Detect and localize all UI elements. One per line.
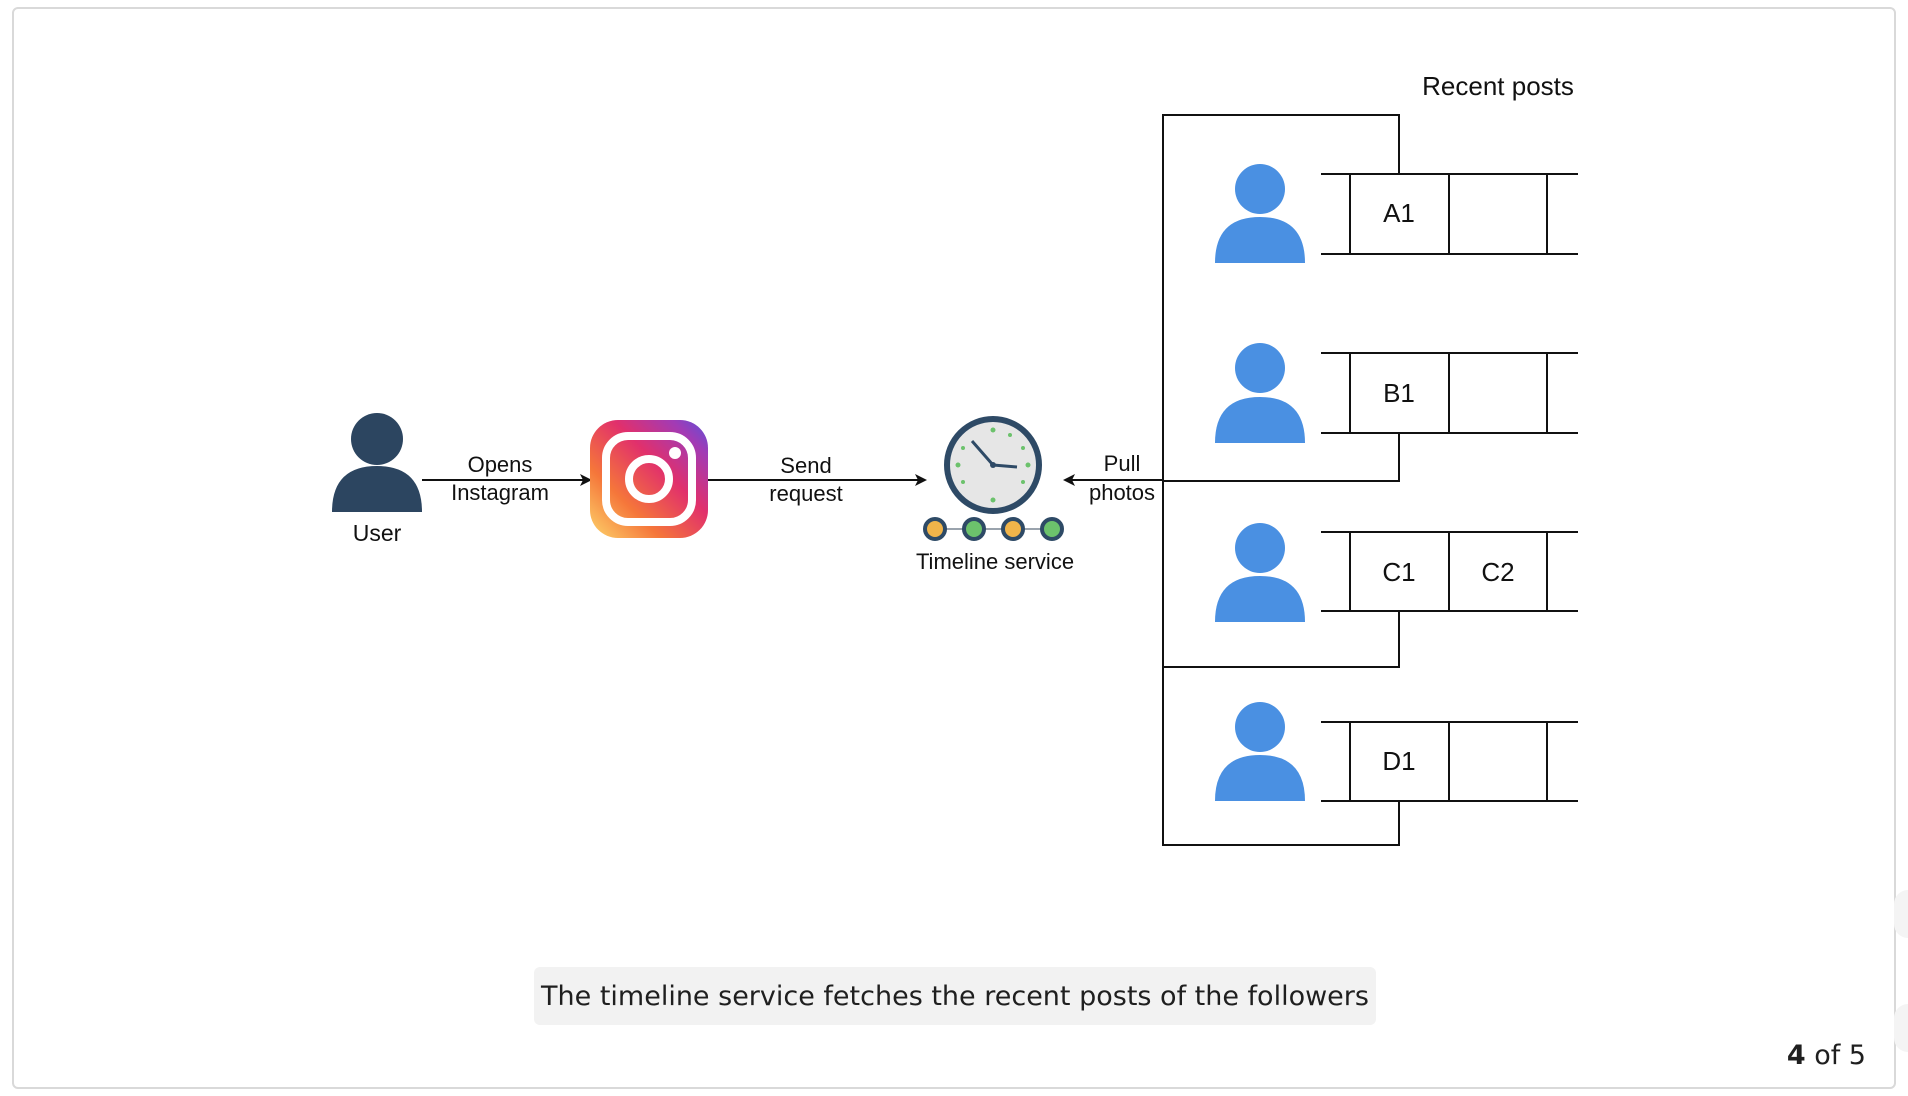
person-icon bbox=[1215, 523, 1305, 622]
next-slide-handle[interactable] bbox=[1894, 890, 1908, 938]
user-label: User bbox=[353, 520, 402, 546]
post-queue bbox=[1321, 352, 1578, 434]
user-icon bbox=[332, 413, 422, 512]
pager-total: of 5 bbox=[1814, 1040, 1866, 1071]
timeline-service-label: Timeline service bbox=[916, 549, 1074, 574]
edge-label-opens: Opens bbox=[468, 452, 533, 477]
post-queue bbox=[1321, 173, 1578, 255]
connector-lines bbox=[1162, 114, 1400, 846]
post-cell: B1 bbox=[1383, 378, 1415, 408]
person-icon bbox=[1215, 702, 1305, 801]
follower-row: B1 bbox=[1215, 343, 1578, 443]
post-cell: C2 bbox=[1481, 557, 1514, 587]
edge-label-pull: Pull bbox=[1104, 451, 1141, 476]
post-queue bbox=[1321, 721, 1578, 802]
prev-slide-handle[interactable] bbox=[1894, 1004, 1908, 1052]
edge-label-photos: photos bbox=[1089, 480, 1155, 505]
follower-row: A1 bbox=[1215, 164, 1578, 263]
instagram-icon bbox=[590, 420, 708, 538]
person-icon bbox=[1215, 343, 1305, 443]
post-queue bbox=[1321, 531, 1578, 612]
recent-posts-title: Recent posts bbox=[1422, 71, 1574, 101]
edge-label-request: request bbox=[769, 481, 842, 506]
pager-current: 4 bbox=[1786, 1040, 1806, 1071]
follower-row: C1 C2 bbox=[1215, 523, 1578, 622]
person-icon bbox=[1215, 164, 1305, 263]
edge-label-send: Send bbox=[780, 453, 831, 478]
clock-icon bbox=[923, 416, 1064, 541]
post-cell: C1 bbox=[1382, 557, 1415, 587]
slide-frame bbox=[12, 7, 1896, 1089]
follower-row: D1 bbox=[1215, 702, 1578, 802]
slide-caption: The timeline service fetches the recent … bbox=[534, 967, 1376, 1025]
post-cell: A1 bbox=[1383, 198, 1415, 228]
edge-label-instagram: Instagram bbox=[451, 480, 549, 505]
slide-pager: 4 of 5 bbox=[1787, 1040, 1866, 1071]
post-cell: D1 bbox=[1382, 746, 1415, 776]
